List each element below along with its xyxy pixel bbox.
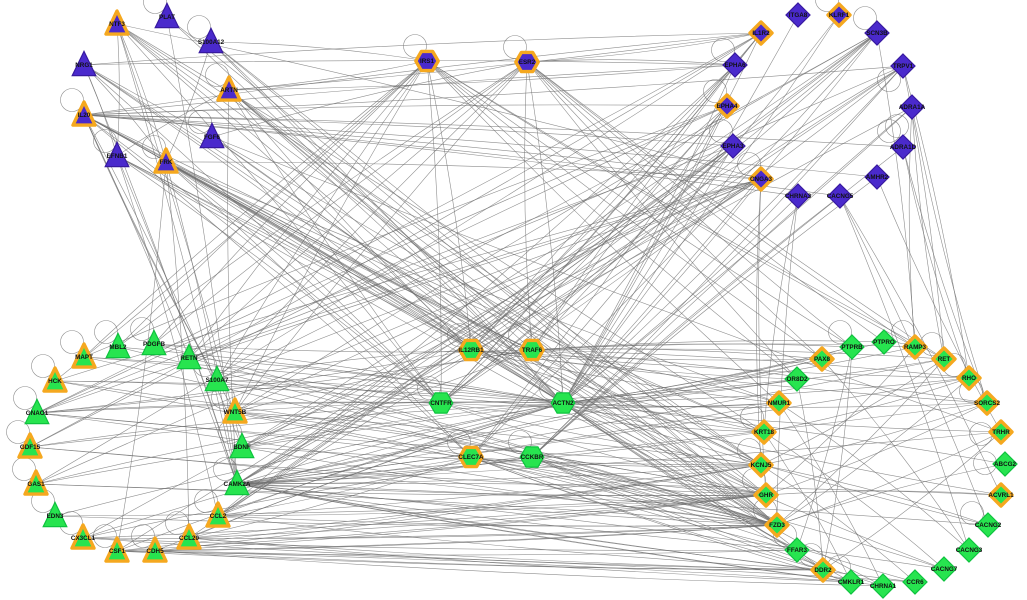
svg-text:S100A7: S100A7	[206, 377, 229, 384]
svg-text:CHRNA3: CHRNA3	[785, 193, 812, 200]
svg-text:PAX8: PAX8	[814, 356, 830, 363]
svg-text:ADRA1A: ADRA1A	[899, 104, 926, 111]
svg-text:CMKLR1: CMKLR1	[838, 579, 865, 586]
svg-text:ADRA1D: ADRA1D	[890, 144, 917, 151]
svg-text:PTPRB: PTPRB	[841, 344, 863, 351]
svg-text:CSF1: CSF1	[109, 548, 126, 555]
svg-text:EDN3: EDN3	[47, 513, 64, 520]
svg-text:ESR2: ESR2	[519, 59, 536, 66]
svg-text:CCKBR: CCKBR	[521, 454, 544, 461]
svg-text:CACNG7: CACNG7	[931, 566, 958, 573]
svg-text:CACNG5: CACNG5	[827, 193, 854, 200]
svg-text:SCN3B: SCN3B	[866, 30, 888, 37]
svg-text:HCK: HCK	[48, 378, 62, 385]
svg-text:ACTN2: ACTN2	[553, 400, 574, 407]
svg-text:CNGA3: CNGA3	[750, 176, 773, 183]
svg-text:PDGFB: PDGFB	[143, 341, 165, 348]
svg-text:ARTN: ARTN	[220, 87, 238, 94]
svg-text:ACVRL1: ACVRL1	[988, 492, 1014, 499]
svg-text:NTF3: NTF3	[109, 21, 125, 28]
svg-text:EFNB1: EFNB1	[107, 153, 128, 160]
svg-text:OR8D2: OR8D2	[787, 376, 808, 383]
svg-text:EPHA4: EPHA4	[717, 103, 738, 110]
svg-text:TRHR: TRHR	[992, 429, 1010, 436]
svg-text:BDNF: BDNF	[233, 444, 251, 451]
svg-text:CCL20: CCL20	[179, 535, 199, 542]
svg-text:AMHR2: AMHR2	[866, 174, 889, 181]
svg-text:IL1R2: IL1R2	[752, 30, 770, 37]
svg-text:EPHA6: EPHA6	[725, 62, 746, 69]
svg-text:GDF15: GDF15	[20, 444, 41, 451]
svg-text:FGF6: FGF6	[204, 134, 221, 141]
svg-text:FZD3: FZD3	[769, 522, 785, 529]
svg-text:EPHA3: EPHA3	[723, 143, 744, 150]
svg-text:CCL2: CCL2	[210, 513, 227, 520]
svg-text:ABCG2: ABCG2	[994, 461, 1017, 468]
svg-text:RETN: RETN	[180, 355, 198, 362]
svg-text:CHRNA1: CHRNA1	[870, 583, 897, 590]
svg-text:TRAF6: TRAF6	[522, 347, 543, 354]
svg-text:FFAR3: FFAR3	[787, 547, 807, 554]
svg-text:RAMP3: RAMP3	[904, 344, 927, 351]
svg-text:CAMK2A: CAMK2A	[224, 481, 251, 488]
svg-text:SORCS2: SORCS2	[974, 400, 1000, 407]
svg-text:DDR2: DDR2	[814, 567, 832, 574]
svg-text:IL20: IL20	[78, 112, 91, 119]
svg-text:GHR: GHR	[759, 492, 773, 499]
svg-text:NRG1: NRG1	[75, 62, 93, 69]
svg-text:CACNG2: CACNG2	[975, 522, 1002, 529]
svg-text:KRT18: KRT18	[754, 429, 774, 436]
svg-text:GNAO1: GNAO1	[26, 410, 49, 417]
svg-text:KCNJ5: KCNJ5	[751, 462, 772, 469]
svg-text:ITGA8: ITGA8	[789, 12, 808, 19]
svg-text:RET: RET	[938, 356, 951, 363]
svg-text:RHO: RHO	[962, 375, 976, 382]
svg-text:MAPT: MAPT	[75, 354, 93, 361]
svg-text:IRS1: IRS1	[420, 58, 434, 65]
svg-text:PLAT: PLAT	[159, 14, 175, 21]
svg-text:MBL2: MBL2	[109, 344, 127, 351]
svg-text:CDH5: CDH5	[146, 548, 164, 555]
svg-text:CCR6: CCR6	[906, 579, 924, 586]
svg-text:CACNG3: CACNG3	[956, 547, 983, 554]
svg-text:IL12RB1: IL12RB1	[458, 347, 484, 354]
svg-text:PTPRO: PTPRO	[873, 339, 895, 346]
svg-text:TRPV1: TRPV1	[893, 63, 914, 70]
svg-text:WNT5B: WNT5B	[224, 409, 247, 416]
svg-text:CNTFR: CNTFR	[430, 400, 452, 407]
svg-text:NMUR1: NMUR1	[768, 400, 791, 407]
svg-text:S100A12: S100A12	[198, 39, 225, 46]
svg-text:FRK: FRK	[160, 159, 173, 166]
svg-text:GAS1: GAS1	[27, 481, 45, 488]
svg-text:KLRF1: KLRF1	[829, 12, 850, 19]
svg-text:CLEC7A: CLEC7A	[458, 454, 484, 461]
svg-text:CX3CL1: CX3CL1	[71, 535, 96, 542]
